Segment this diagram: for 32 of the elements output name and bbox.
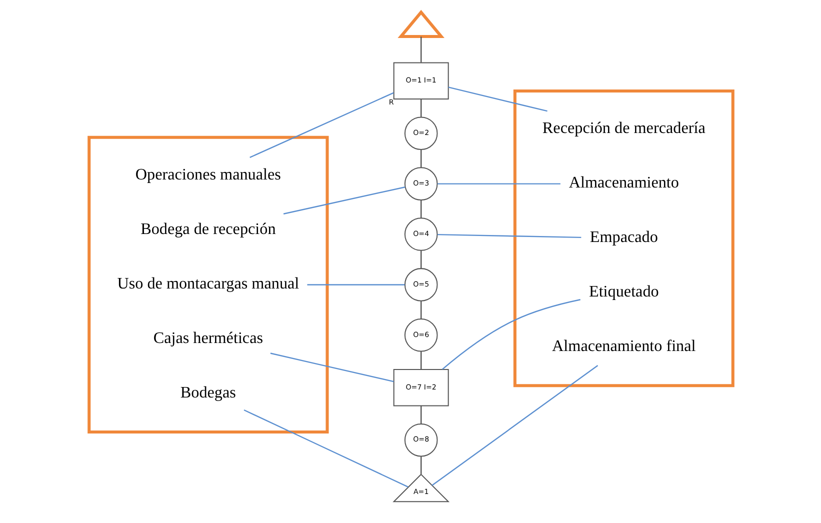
connector (420, 36, 422, 62)
node-text: Uso de montacargas manual (116, 276, 299, 293)
connector (442, 299, 580, 370)
node-text: Recepción de mercadería (542, 120, 705, 138)
node-triangle (397, 10, 444, 38)
connector (249, 92, 394, 158)
node-text: Etiquetado (588, 284, 658, 301)
node-text: Cajas herméticas (152, 330, 263, 348)
connector (420, 200, 422, 218)
connector (437, 183, 560, 184)
node-text: Bodegas (180, 384, 236, 402)
connector (431, 365, 598, 486)
connector (270, 352, 394, 382)
connector (448, 86, 547, 112)
connector (437, 234, 581, 238)
cluster (87, 136, 328, 434)
node-text: Almacenamiento (568, 174, 678, 192)
node-text: Bodega de recepción (140, 221, 276, 238)
connector (420, 250, 422, 269)
connector (420, 406, 422, 424)
connector (420, 301, 422, 319)
connector (282, 186, 405, 214)
connector (243, 409, 408, 488)
connector (420, 456, 422, 474)
connector (420, 351, 422, 370)
connector (420, 150, 422, 168)
connector (306, 284, 404, 286)
cluster (512, 89, 734, 388)
connector (420, 99, 422, 117)
node-text: Empacado (589, 229, 658, 246)
node-text: Almacenamiento final (552, 338, 696, 356)
node-text: Operaciones manuales (134, 166, 280, 184)
